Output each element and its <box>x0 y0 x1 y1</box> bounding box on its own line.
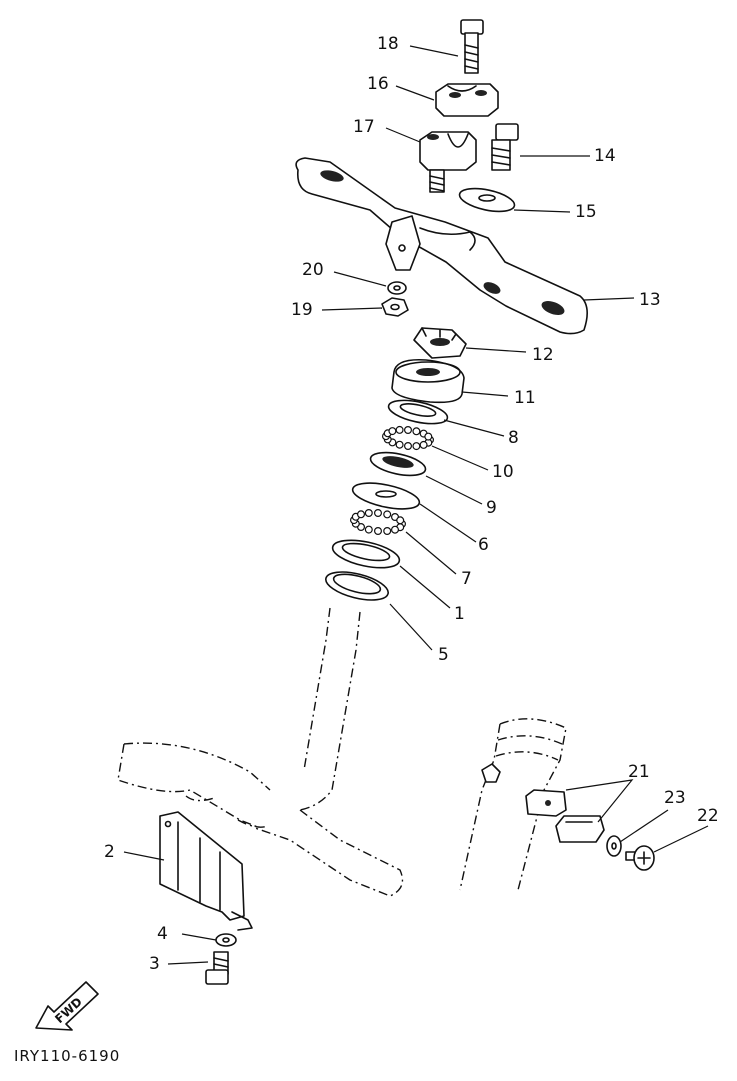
part-14-bolt <box>491 123 519 171</box>
part-1-race <box>331 539 401 569</box>
bearing-ball <box>388 427 397 436</box>
label-part-6: 6 <box>478 535 489 555</box>
label-part-8: 8 <box>508 428 519 448</box>
steering-stem-phantom <box>117 607 404 897</box>
part-16-upper-holder <box>435 83 499 117</box>
label-part-19: 19 <box>291 300 313 320</box>
bearing-ball <box>364 509 373 518</box>
label-part-9: 9 <box>486 498 497 518</box>
part-2-plate <box>159 811 253 931</box>
part-5-seal <box>325 571 389 601</box>
bearing-ball <box>396 516 405 525</box>
bearing-ball <box>424 432 433 441</box>
label-part-15: 15 <box>575 202 597 222</box>
part-12-ring-nut <box>413 327 467 359</box>
label-part-11: 11 <box>514 388 536 408</box>
label-part-18: 18 <box>377 34 399 54</box>
bearing-ball <box>404 442 413 451</box>
part-22-screw <box>625 845 655 871</box>
part-21-clamp <box>525 789 605 843</box>
bearing-ball <box>357 510 366 519</box>
part-10-balls <box>382 425 435 451</box>
label-part-13: 13 <box>639 290 661 310</box>
part-7-balls <box>350 509 407 535</box>
bearing-ball <box>419 440 428 449</box>
part-18-bolt <box>460 19 484 74</box>
bearing-ball <box>404 426 413 435</box>
bearing-ball <box>412 442 421 451</box>
label-part-2: 2 <box>104 842 115 862</box>
label-part-14: 14 <box>594 146 616 166</box>
label-part-21: 21 <box>628 762 650 782</box>
part-9-race <box>369 451 427 477</box>
bearing-ball <box>374 526 383 535</box>
part-23-washer <box>606 835 622 857</box>
label-part-5: 5 <box>438 645 449 665</box>
part-15-washer <box>458 187 516 213</box>
part-4-washer <box>215 933 237 947</box>
bearing-ball <box>383 510 392 519</box>
clamp-nut <box>481 763 501 783</box>
part-11-cover <box>391 358 465 404</box>
bearing-ball <box>391 525 400 534</box>
label-part-7: 7 <box>461 569 472 589</box>
label-part-10: 10 <box>492 462 514 482</box>
bearing-ball <box>412 427 421 436</box>
bearing-ball <box>374 509 383 518</box>
label-part-16: 16 <box>367 74 389 94</box>
bearing-ball <box>364 525 373 534</box>
label-part-12: 12 <box>532 345 554 365</box>
part-13-upper-bracket <box>295 157 588 335</box>
label-part-23: 23 <box>664 788 686 808</box>
part-17-lower-holder <box>419 131 477 193</box>
part-3-bolt <box>205 951 229 985</box>
label-part-20: 20 <box>302 260 324 280</box>
label-part-17: 17 <box>353 117 375 137</box>
part-8-race <box>387 399 449 425</box>
label-part-22: 22 <box>697 806 719 826</box>
leader-lines <box>123 45 709 965</box>
label-part-3: 3 <box>149 954 160 974</box>
part-20-washer <box>387 281 407 295</box>
part-19-nut <box>381 297 409 317</box>
fwd-arrow-icon <box>35 981 99 1031</box>
label-part-4: 4 <box>157 924 168 944</box>
bearing-ball <box>395 425 404 434</box>
diagram-code: IRY110-6190 <box>14 1047 121 1065</box>
bearing-ball <box>395 440 404 449</box>
label-part-1: 1 <box>454 604 465 624</box>
bearing-ball <box>383 526 392 535</box>
part-6-race <box>351 482 421 510</box>
